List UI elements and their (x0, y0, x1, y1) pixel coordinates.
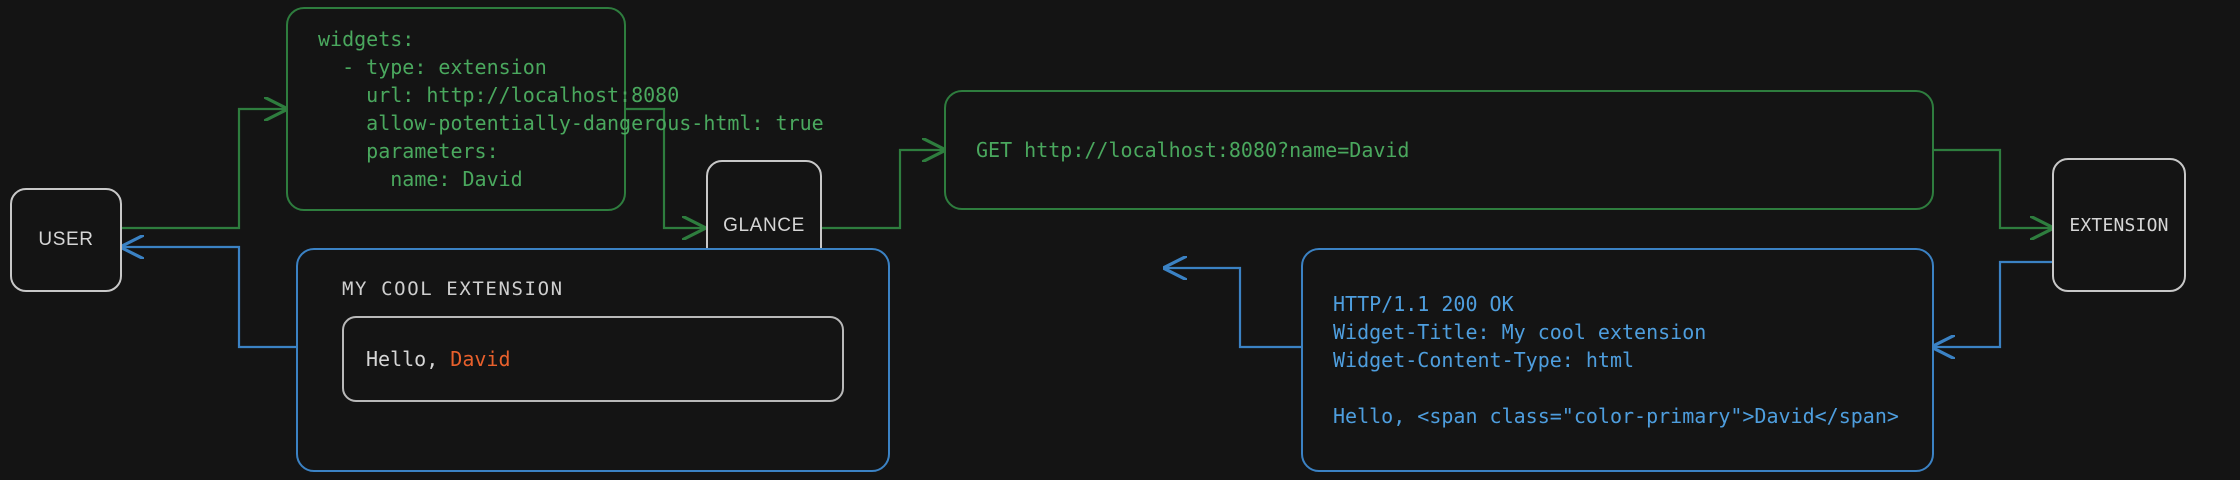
node-extension-label: EXTENSION (2069, 214, 2169, 236)
response-line-1: Widget-Title: My cool extension (1333, 320, 1707, 344)
edge-request-to-extension (1933, 148, 2052, 228)
config-line-0: widgets: (318, 27, 415, 51)
edge-glance-to-request (822, 150, 944, 230)
config-line-4: parameters: (318, 139, 499, 163)
node-user-label: USER (38, 229, 94, 250)
widget-title: MY COOL EXTENSION (342, 278, 564, 300)
edge-user-to-config (122, 109, 286, 230)
response-line-0: HTTP/1.1 200 OK (1333, 292, 1514, 316)
edge-widget-to-user (122, 247, 296, 349)
card-http-response: HTTP/1.1 200 OK Widget-Title: My cool ex… (1301, 248, 1934, 472)
config-line-3: allow-potentially-dangerous-html: true (318, 111, 824, 135)
response-line-4: Hello, <span class="color-primary">David… (1333, 404, 1899, 428)
node-extension[interactable]: EXTENSION (2052, 158, 2186, 292)
config-line-1: - type: extension (318, 55, 547, 79)
config-line-5: name: David (318, 167, 523, 191)
card-widget-config: widgets: - type: extension url: http://l… (286, 7, 824, 211)
card-rendered-widget: MY COOL EXTENSION Hello, David (296, 248, 890, 472)
edge-response-to-glance (1165, 268, 1301, 349)
request-line-0: GET http://localhost:8080?name=David (976, 138, 1410, 162)
edge-extension-to-response (1933, 260, 2052, 347)
widget-greeting: Hello, David (366, 347, 511, 371)
config-line-2: url: http://localhost:8080 (318, 83, 680, 107)
widget-greeting-name: David (450, 347, 511, 371)
widget-greeting-prefix: Hello, (366, 347, 451, 371)
response-blank-line (1333, 374, 1902, 402)
card-http-request: GET http://localhost:8080?name=David (944, 90, 1934, 210)
widget-content-box: Hello, David (342, 316, 844, 402)
response-line-2: Widget-Content-Type: html (1333, 348, 1635, 372)
node-user[interactable]: USER (10, 188, 122, 292)
node-glance-label: GLANCE (723, 215, 805, 236)
